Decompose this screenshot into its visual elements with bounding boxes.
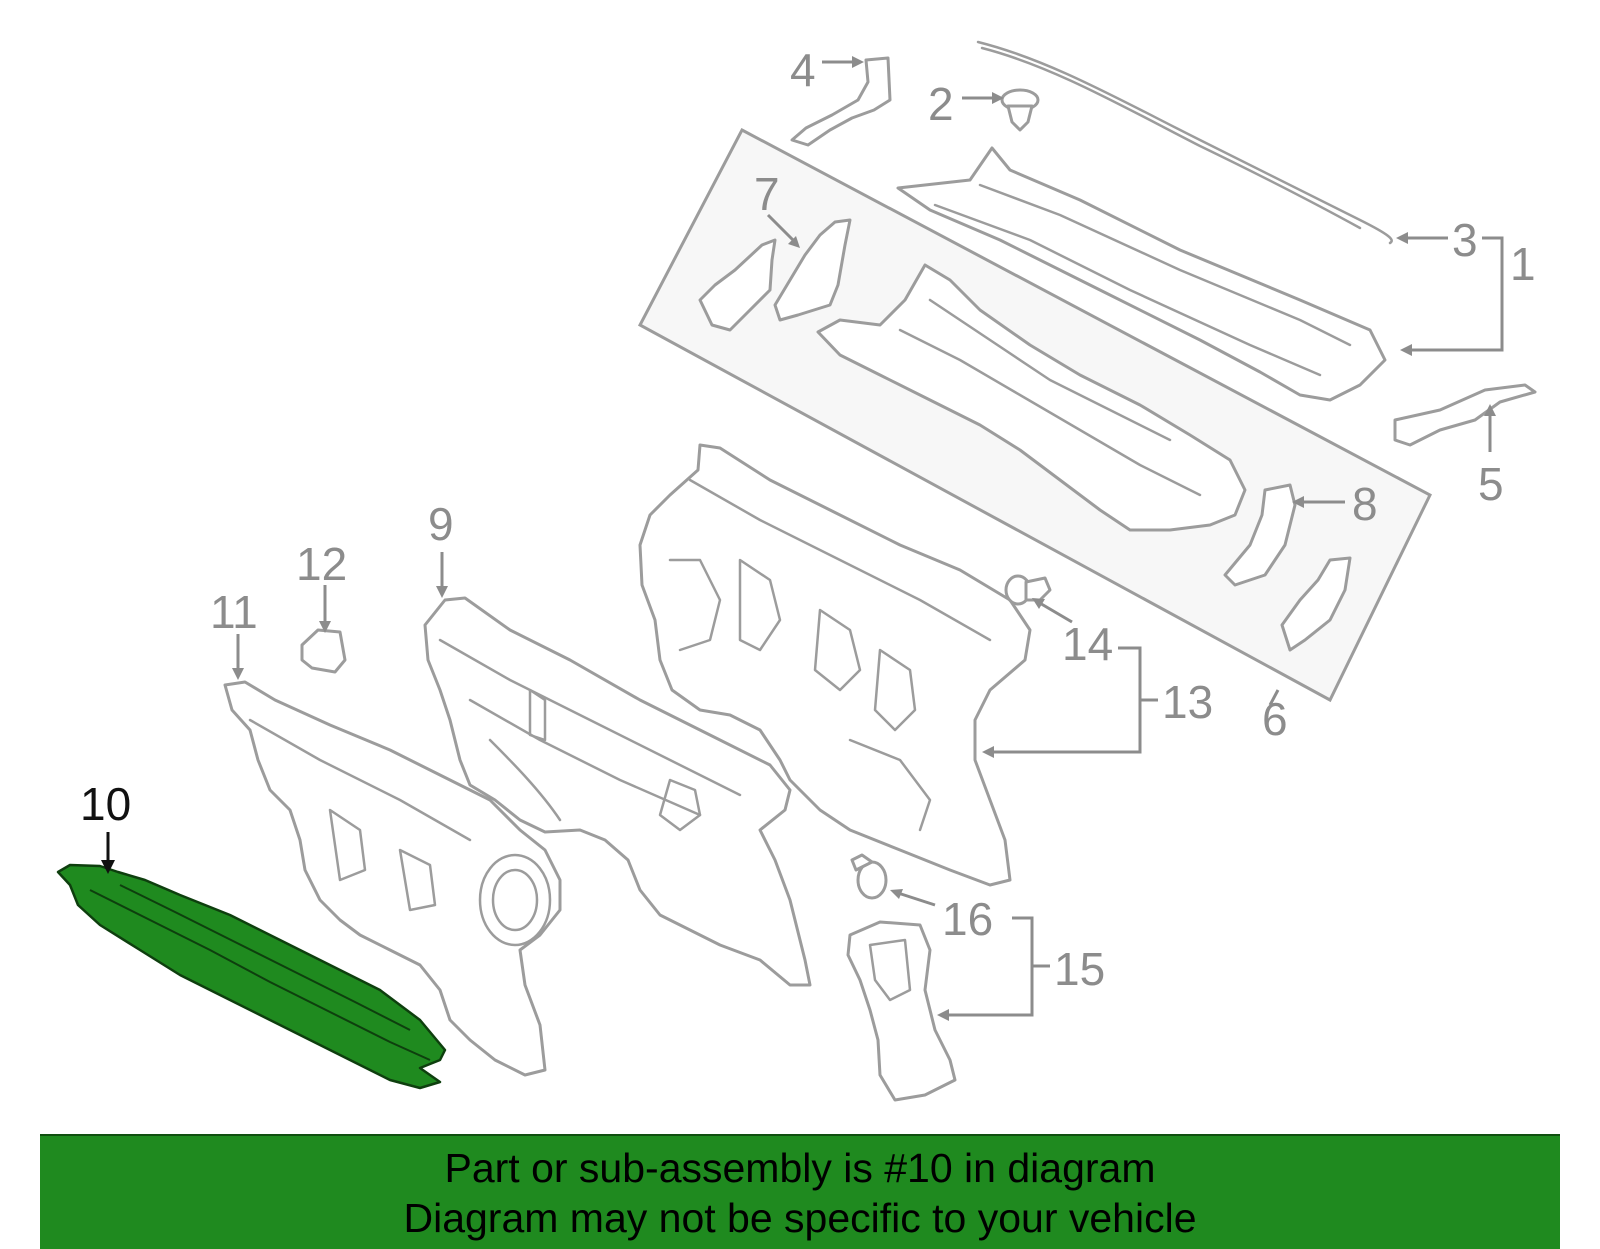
part-3-weatherstrip — [976, 40, 1393, 245]
callout-15: 15 — [1054, 943, 1105, 995]
part-5-bracket — [1393, 383, 1537, 447]
part-2-clip — [1000, 88, 1040, 132]
callout-16: 16 — [942, 893, 993, 945]
info-banner: Part or sub-assembly is #10 in diagram D… — [40, 1134, 1560, 1249]
callout-12: 12 — [296, 538, 347, 590]
part-13-dash-panel — [638, 443, 1032, 887]
callout-8: 8 — [1352, 478, 1378, 530]
part-11-insulator — [223, 680, 562, 1077]
banner-line-1: Part or sub-assembly is #10 in diagram — [444, 1144, 1156, 1191]
leader-6 — [1268, 689, 1280, 706]
part-1-cowl-panel — [896, 146, 1387, 402]
part-9-insulator — [423, 596, 812, 987]
leader-16 — [897, 891, 936, 907]
parts-diagram: 4 2 3 1 5 7 8 6 14 13 9 12 11 16 15 10 — [56, 40, 1537, 1102]
part-10-cowl-cross-member — [56, 863, 447, 1090]
callout-5: 5 — [1478, 458, 1504, 510]
callout-10: 10 — [80, 778, 131, 830]
callout-11: 11 — [210, 586, 258, 638]
part-7-bracket-a — [698, 238, 777, 332]
part-14-clip — [1004, 574, 1052, 606]
callout-13: 13 — [1162, 676, 1213, 728]
part-8-bracket-a — [1223, 483, 1297, 587]
part-8-bracket-b — [1280, 556, 1352, 652]
leader-14 — [1037, 600, 1073, 624]
callout-6: 6 — [1262, 693, 1288, 745]
part-16-clip — [850, 853, 888, 900]
leader-7 — [766, 213, 797, 244]
part-12-clip — [300, 628, 347, 674]
leader-1-bracket — [1410, 236, 1504, 352]
callout-2: 2 — [928, 78, 954, 130]
callout-9: 9 — [428, 498, 454, 550]
callout-7: 7 — [754, 168, 780, 220]
callout-14: 14 — [1062, 618, 1113, 670]
part-7-bracket-b — [773, 218, 852, 322]
callout-4: 4 — [790, 44, 816, 96]
part-15-brace — [846, 920, 957, 1102]
callout-1: 1 — [1510, 238, 1536, 290]
callout-3: 3 — [1452, 214, 1478, 266]
part-4-bracket — [790, 56, 892, 147]
banner-line-2: Diagram may not be specific to your vehi… — [403, 1194, 1197, 1241]
